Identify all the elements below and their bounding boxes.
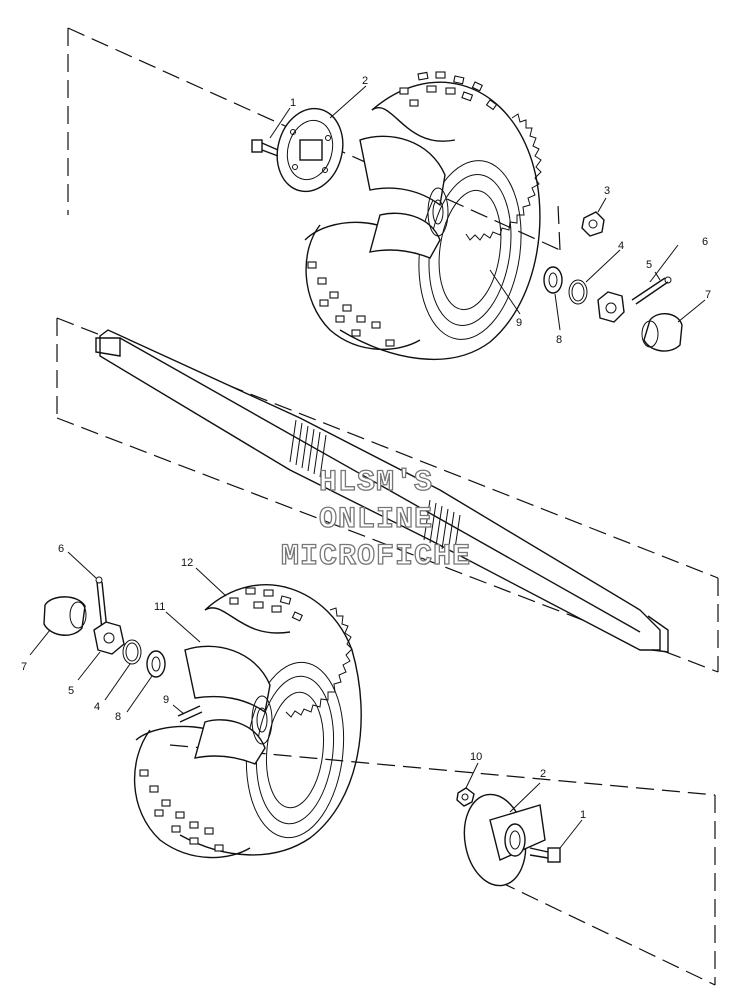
bottom-bolt-1 — [529, 847, 561, 863]
tire-tread-top — [399, 71, 498, 111]
top-castle-nut-5 — [597, 291, 625, 323]
top-ring-4 — [568, 279, 588, 305]
bottom-washer-8 — [146, 650, 166, 678]
label-top-9: 9 — [516, 317, 522, 329]
top-wheel-tire — [304, 71, 542, 361]
top-cotter-pin-6 — [631, 276, 672, 305]
top-washer-8 — [543, 266, 563, 294]
bottom-assembly-frame — [169, 744, 716, 986]
label-top-2: 2 — [362, 75, 368, 87]
axle-assembly-frame — [56, 317, 719, 673]
label-top-4: 4 — [618, 240, 624, 252]
label-top-8: 8 — [556, 334, 562, 346]
watermark-line-1: HLSM'S — [319, 466, 433, 500]
watermark-line-2: ONLINE — [319, 503, 433, 537]
tire-tread-bottom — [307, 261, 395, 347]
label-top-3: 3 — [604, 185, 610, 197]
label-top-7: 7 — [705, 289, 711, 301]
label-bottom-5: 5 — [68, 685, 74, 697]
bottom-tire-tread-top — [229, 587, 303, 622]
bottom-tire-tread-bottom — [139, 769, 224, 852]
label-bottom-8: 8 — [115, 711, 121, 723]
bottom-callout-labels: 6 7 5 4 8 9 11 12 10 2 1 — [21, 543, 586, 821]
bottom-ring-4 — [122, 639, 142, 665]
watermark: HLSM'S ONLINE MICROFICHE — [280, 465, 471, 574]
label-bottom-4: 4 — [94, 701, 100, 713]
label-bottom-2: 2 — [540, 768, 546, 780]
bottom-wheel-tire — [133, 584, 362, 859]
bottom-stud-9 — [177, 705, 203, 723]
top-callout-labels: 1 2 3 4 5 6 7 8 9 — [290, 75, 711, 346]
axle-shaft — [95, 329, 669, 653]
label-bottom-7: 7 — [21, 661, 27, 673]
label-top-6: 6 — [702, 236, 708, 248]
label-bottom-1: 1 — [580, 809, 586, 821]
axle-spline-left — [289, 419, 327, 478]
bottom-cap-7 — [43, 596, 87, 636]
watermark-line-3: MICROFICHE — [281, 540, 471, 574]
label-bottom-12: 12 — [181, 557, 193, 569]
label-bottom-9: 9 — [163, 694, 169, 706]
label-top-1: 1 — [290, 97, 296, 109]
label-top-5: 5 — [646, 259, 652, 271]
bottom-nut-10 — [456, 787, 475, 807]
top-leader-lines — [269, 85, 706, 331]
bottom-castle-nut-5 — [93, 621, 125, 655]
top-hub-plate — [276, 107, 344, 193]
label-bottom-6: 6 — [58, 543, 64, 555]
axle-spline-right — [423, 499, 461, 556]
bottom-hub-plate-2 — [463, 793, 546, 887]
label-bottom-10: 10 — [470, 751, 482, 763]
top-bolt — [251, 139, 279, 157]
top-cap-7 — [641, 313, 683, 352]
label-bottom-11: 11 — [154, 601, 165, 613]
top-nut-3 — [581, 211, 605, 237]
bottom-leader-lines — [29, 551, 583, 849]
